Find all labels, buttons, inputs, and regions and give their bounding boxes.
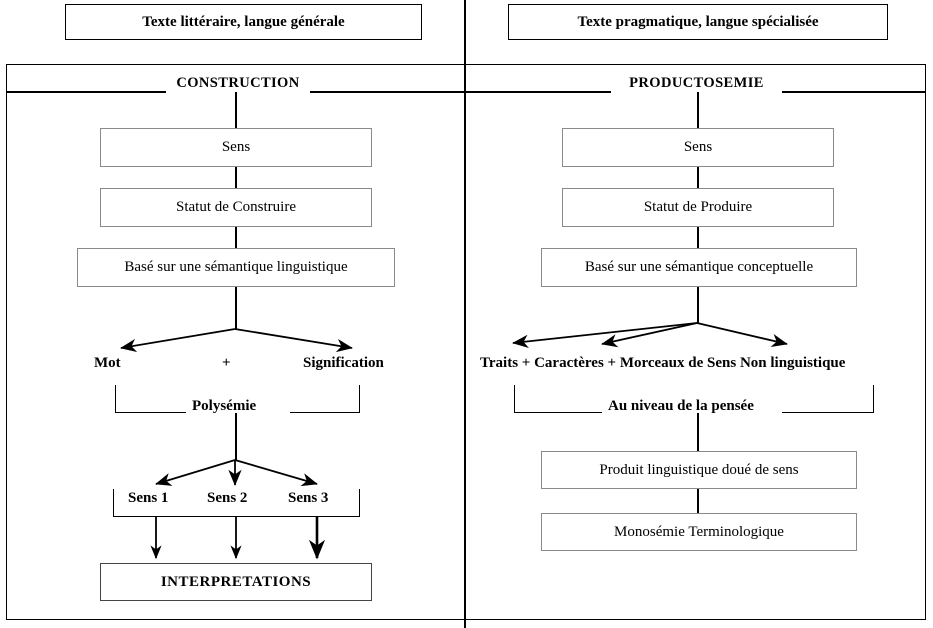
left-box-base-label: Basé sur une sémantique linguistique xyxy=(124,259,348,275)
header-box-left: Texte littéraire, langue générale xyxy=(65,4,422,40)
right-box-produit-label: Produit linguistique doué de sens xyxy=(599,461,799,478)
left-bracket-rule-mask xyxy=(186,404,290,414)
right-bracket-rule-mask xyxy=(602,404,782,414)
left-box-interpretations: INTERPRETATIONS xyxy=(100,563,372,601)
right-box-base-label: Basé sur une sémantique conceptuelle xyxy=(584,259,814,275)
header-right-label: Texte pragmatique, langue spécialisée xyxy=(577,13,819,30)
right-box-statut-label: Statut de Produire xyxy=(643,199,753,215)
right-box-produit: Produit linguistique doué de sens xyxy=(541,451,857,489)
right-box-base: Basé sur une sémantique conceptuelle xyxy=(541,248,857,287)
right-box-statut: Statut de Produire xyxy=(562,188,834,227)
left-box-sens: Sens xyxy=(100,128,372,167)
right-branch-label-traits: Traits + Caractères + Morceaux de Sens N… xyxy=(480,355,846,371)
right-box-monosemie: Monosémie Terminologique xyxy=(541,513,857,551)
right-stem-title-to-sens xyxy=(697,92,699,128)
left-branch-label-mot: Mot xyxy=(94,355,121,371)
header-box-right: Texte pragmatique, langue spécialisée xyxy=(508,4,888,40)
outer-frame xyxy=(6,64,926,620)
right-branch-stem xyxy=(697,287,699,323)
right-box-monosemie-label: Monosémie Terminologique xyxy=(614,523,784,540)
right-pensee-stem xyxy=(697,413,699,451)
right-connector-produit-monosemie xyxy=(697,489,699,513)
left-branch-label-plus: + xyxy=(222,355,231,371)
right-box-sens: Sens xyxy=(562,128,834,167)
left-connector-statut-base xyxy=(235,227,237,248)
left-box-base: Basé sur une sémantique linguistique xyxy=(77,248,395,287)
left-box-statut-label: Statut de Construire xyxy=(176,199,296,215)
left-title-rule-start xyxy=(6,91,166,93)
left-stem-title-to-sens xyxy=(235,92,237,128)
right-title-rule-end xyxy=(782,91,926,93)
left-box-interpretations-label: INTERPRETATIONS xyxy=(160,573,312,590)
right-connector-statut-base xyxy=(697,227,699,248)
left-connector-sens-statut xyxy=(235,167,237,188)
header-left-label: Texte littéraire, langue générale xyxy=(142,13,345,30)
center-divider xyxy=(464,0,466,628)
left-box-sens-label: Sens xyxy=(221,139,251,155)
left-branch-label-signification: Signification xyxy=(303,355,384,371)
section-title-right: PRODUCTOSEMIE xyxy=(629,75,764,91)
left-label-sens-3: Sens 3 xyxy=(288,490,329,506)
right-connector-sens-statut xyxy=(697,167,699,188)
left-label-sens-2: Sens 2 xyxy=(207,490,248,506)
left-bracket-label-polysemie: Polysémie xyxy=(192,398,257,414)
left-polysemie-stem xyxy=(235,413,237,460)
right-title-rule-start xyxy=(466,91,611,93)
left-bracket-sens-group xyxy=(113,489,360,517)
section-title-left: CONSTRUCTION xyxy=(176,75,300,91)
right-box-sens-label: Sens xyxy=(683,139,713,155)
left-title-rule-end xyxy=(310,91,464,93)
left-box-statut: Statut de Construire xyxy=(100,188,372,227)
right-bracket-label-pensee: Au niveau de la pensée xyxy=(608,398,754,414)
left-label-sens-1: Sens 1 xyxy=(128,490,169,506)
left-branch-stem xyxy=(235,287,237,329)
